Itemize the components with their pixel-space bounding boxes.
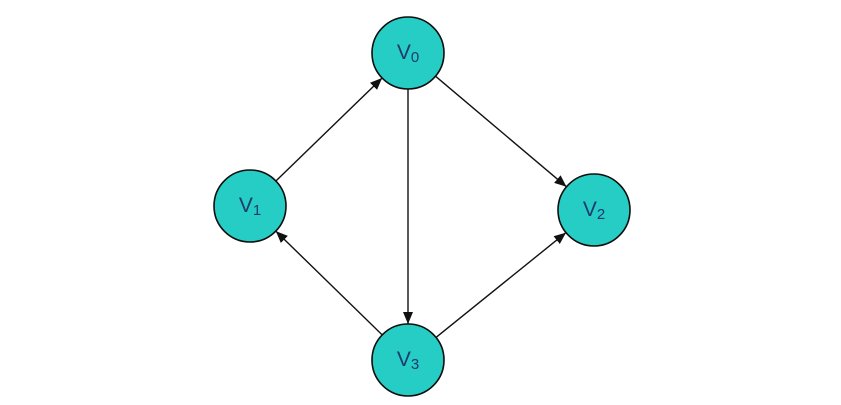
node-label-V0: V0: [397, 41, 419, 66]
node-circle-V3: [371, 323, 445, 397]
edges-layer: [275, 75, 567, 338]
node-V1: V1: [213, 169, 287, 243]
node-V0: V0: [371, 16, 445, 90]
node-V2: V2: [557, 173, 631, 247]
node-circle-V1: [213, 169, 287, 243]
node-label-V3: V3: [397, 348, 419, 373]
node-label-V1: V1: [239, 194, 261, 219]
node-circle-V0: [371, 16, 445, 90]
node-V3: V3: [371, 323, 445, 397]
node-circle-V2: [557, 173, 631, 247]
node-label-V2: V2: [583, 198, 605, 223]
edge-V1-to-V0: [275, 77, 383, 182]
edge-V3-to-V1: [275, 230, 383, 336]
edge-V3-to-V2: [435, 232, 567, 338]
edge-V0-to-V2: [435, 75, 567, 188]
